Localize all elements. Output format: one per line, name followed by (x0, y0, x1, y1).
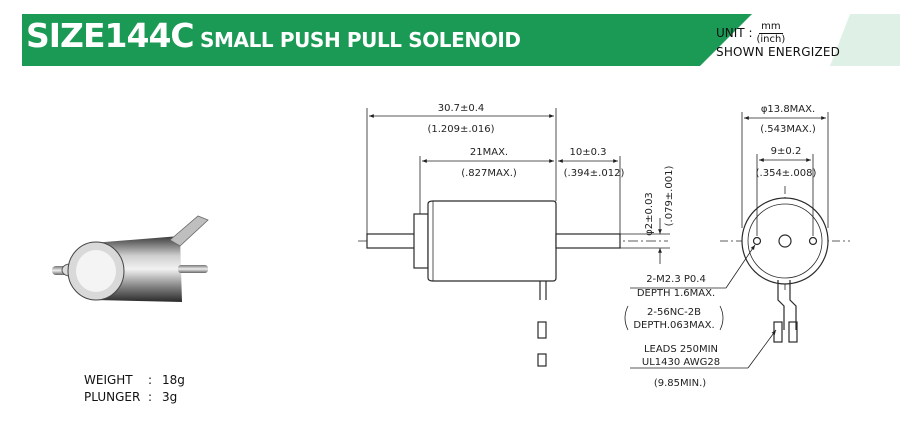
unc-paren-right (719, 305, 724, 331)
unc-paren-left (624, 305, 629, 331)
spec-row-plunger: PLUNGER : 3g (84, 389, 185, 406)
leads-length-note: LEADS 250MIN (644, 344, 718, 355)
end-plunger-hole (778, 234, 792, 248)
body-length-in: (.827MAX.) (461, 168, 517, 179)
spec-label: PLUNGER (84, 390, 141, 404)
end-lead-left (777, 280, 785, 330)
leads-wire-note: UL1430 AWG28 (642, 357, 720, 368)
end-inner-circle (747, 203, 823, 279)
banner-shape (22, 14, 900, 66)
screw-unc-note: 2-56NC-2B (647, 307, 701, 318)
side-view (358, 200, 668, 367)
photo-rear-rod (178, 265, 208, 273)
product-title: SMALL PUSH PULL SOLENOID (200, 28, 521, 52)
plunger-dia-mm: φ2±0.03 (644, 192, 655, 236)
outer-dia-in: (.543MAX.) (760, 124, 816, 135)
banner-fade (830, 14, 900, 66)
end-view (720, 186, 850, 343)
unit-label: UNIT : (716, 26, 753, 40)
header-banner: SIZE144C SMALL PUSH PULL SOLENOID UNIT :… (0, 0, 900, 68)
end-lead-right (789, 280, 797, 330)
overall-length-in: (1.209±.016) (427, 124, 494, 135)
leads-inch-note: (9.85MIN.) (654, 378, 706, 389)
end-lead-segment-left (773, 321, 783, 343)
side-lead-segment-1 (537, 321, 547, 339)
unit-fraction: mm (inch) (756, 20, 786, 45)
unit-denominator: (inch) (756, 33, 786, 45)
spec-value: 3g (162, 390, 178, 404)
side-lead-segment-2 (537, 353, 547, 367)
banner-green-band (22, 14, 752, 66)
screw-metric-note: 2-M2.3 P0.4 (646, 274, 706, 285)
photo-lead-wire (169, 215, 209, 247)
end-dimensions (741, 112, 829, 236)
spec-separator: : (148, 390, 153, 404)
hole-pitch-mm: 9±0.2 (771, 146, 802, 157)
end-lead-segment-right (788, 321, 798, 343)
outer-dia-mm: φ13.8MAX. (761, 104, 815, 115)
stroke-mm: 10±0.3 (569, 147, 606, 158)
product-photo (52, 215, 209, 302)
coil-body (427, 200, 557, 282)
screw-metric-depth-note: DEPTH 1.6MAX. (637, 288, 715, 299)
callout-leaders (624, 244, 777, 369)
spec-value: 18g (162, 373, 185, 387)
screw-unc-depth-note: DEPTH.063MAX. (633, 320, 714, 331)
rear-plunger-rod (555, 233, 621, 249)
spec-label: WEIGHT (84, 373, 133, 387)
model-title: SIZE144C (26, 16, 195, 55)
front-plunger-rod (366, 233, 418, 249)
unit-block: UNIT : mm (inch) SHOWN ENERGIZED (716, 20, 841, 59)
spec-separator: : (148, 373, 153, 387)
shown-energized-note: SHOWN ENERGIZED (716, 45, 841, 59)
spec-row-weight: WEIGHT : 18g (84, 372, 185, 389)
spec-list: WEIGHT : 18g PLUNGER : 3g (84, 372, 185, 406)
technical-drawing: 30.7±0.4 (1.209±.016) 21MAX. (.827MAX.) … (52, 103, 850, 389)
end-screw-hole-left (752, 236, 762, 246)
front-flange (413, 213, 429, 269)
body-length-mm: 21MAX. (470, 147, 508, 158)
end-screw-hole-right (808, 236, 818, 246)
leads-callout-leader (747, 329, 777, 369)
side-dimensions (366, 108, 670, 264)
stroke-in: (.394±.012) (564, 168, 625, 179)
hole-pitch-in: (.354±.008) (756, 168, 817, 179)
plunger-dia-in: (.079±.001) (664, 166, 675, 227)
unit-numerator: mm (759, 20, 783, 34)
screw-callout-leader (725, 244, 756, 289)
overall-length-mm: 30.7±0.4 (438, 103, 485, 114)
photo-end-face-inner (76, 250, 116, 292)
